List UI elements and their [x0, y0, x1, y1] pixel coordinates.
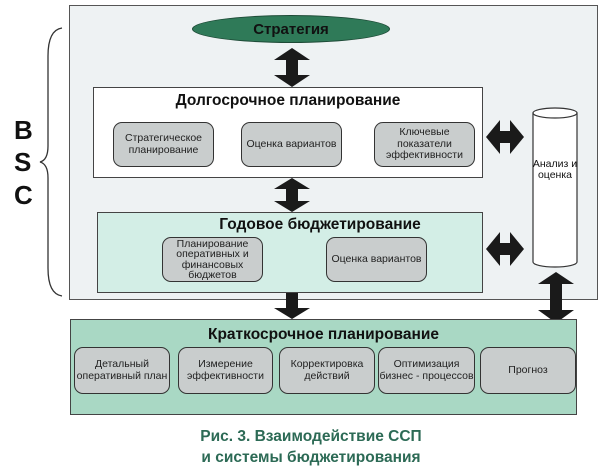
- arrow-strategy-longterm-icon: [274, 48, 310, 87]
- long-term-title: Долгосрочное планирование: [175, 92, 401, 109]
- short-term-planning-box: Краткосрочное планирование Детальный опе…: [70, 319, 577, 415]
- st-item-detailed-plan: Детальный оперативный план: [74, 347, 170, 394]
- bsc-letter-b: B: [14, 115, 33, 145]
- short-term-title: Краткосрочное планирование: [208, 326, 439, 343]
- lt-item-options-evaluation: Оценка вариантов: [241, 122, 342, 167]
- bsc-letter-c: C: [14, 180, 33, 210]
- st-item-efficiency-measurement: Измерение эффективности: [178, 347, 273, 394]
- analysis-label: Анализ и оценка: [532, 158, 578, 181]
- arrow-longterm-annual-icon: [274, 178, 310, 212]
- brace-icon: [39, 27, 63, 297]
- long-term-planning-box: Долгосрочное планирование Стратегическое…: [93, 87, 483, 178]
- annual-item-budgets: Планирование оперативных и финансовых бю…: [162, 237, 263, 282]
- arrow-analysis-short-icon: [538, 272, 574, 323]
- bsc-letter-s: S: [14, 147, 32, 177]
- arrow-longterm-analysis-icon: [486, 120, 524, 154]
- annual-item-options-evaluation: Оценка вариантов: [326, 237, 427, 282]
- st-item-correction: Корректировка действий: [279, 347, 375, 394]
- annual-budgeting-box: Годовое бюджетирование Планирование опер…: [97, 212, 483, 293]
- cylinder-icon: [532, 107, 578, 268]
- strategy-ellipse: Стратегия: [192, 15, 390, 43]
- lt-item-strategic-planning: Стратегическое планирование: [113, 122, 214, 167]
- lt-item-kpi: Ключевые показатели эффективности: [374, 122, 475, 167]
- arrow-annual-analysis-icon: [486, 232, 524, 266]
- strategy-label: Стратегия: [253, 20, 329, 38]
- st-item-forecast: Прогноз: [480, 347, 576, 394]
- caption-line-2: и системы бюджетирования: [201, 449, 421, 466]
- analysis-cylinder: Анализ и оценка: [532, 107, 578, 268]
- st-item-process-optimization: Оптимизация бизнес - процессов: [378, 347, 475, 394]
- caption-line-1: Рис. 3. Взаимодействие ССП: [200, 428, 422, 445]
- annual-title: Годовое бюджетирование: [219, 216, 421, 233]
